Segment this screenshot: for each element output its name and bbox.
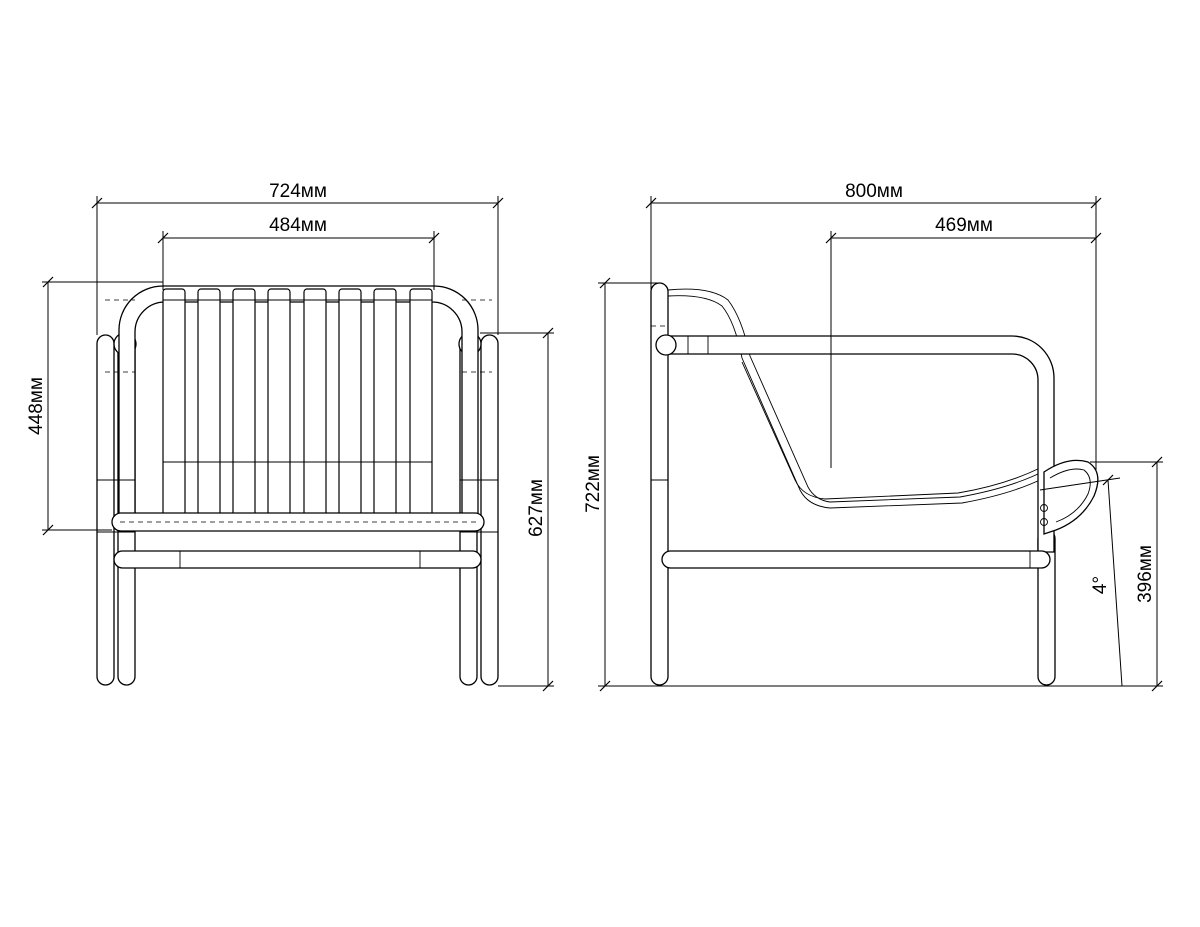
side-dim-seat-height [1090, 456, 1163, 692]
side-view-chair [650, 282, 1099, 686]
side-seat-depth-label: 469мм [935, 215, 993, 236]
front-back-straps [162, 288, 433, 524]
front-seat-width-label: 484мм [269, 215, 327, 236]
front-height-label: 627мм [526, 479, 547, 537]
front-lower-stretcher [113, 550, 482, 569]
front-back-height-label: 448мм [26, 377, 47, 435]
side-depth-label: 800мм [845, 181, 903, 202]
side-back-rest-inner [667, 295, 1045, 509]
side-seat-bracket [1043, 459, 1099, 535]
front-dim-seat-width [157, 231, 440, 290]
side-seat-height-label: 396мм [1135, 545, 1156, 603]
side-height-label: 722мм [583, 455, 604, 513]
side-angle-label: 4° [1090, 576, 1111, 594]
front-left-outer-leg [96, 334, 115, 686]
front-dim-width [91, 196, 504, 335]
front-view-chair [96, 285, 499, 686]
side-back-rest-outer [667, 288, 1043, 503]
side-arm-cap [655, 334, 677, 356]
side-armrest [667, 335, 1055, 553]
side-dim-seat-depth [825, 231, 1102, 468]
front-dim-back-height [42, 276, 163, 536]
side-lower-stretcher [661, 550, 1051, 569]
front-dim-height [480, 327, 554, 692]
front-seat-rail [111, 512, 485, 532]
side-dim-depth [645, 196, 1102, 470]
front-width-label: 724мм [269, 181, 327, 202]
front-right-outer-leg [480, 334, 499, 686]
front-back-frame [118, 285, 479, 523]
side-dim-angle [1039, 474, 1123, 687]
side-dim-height [598, 277, 1163, 692]
